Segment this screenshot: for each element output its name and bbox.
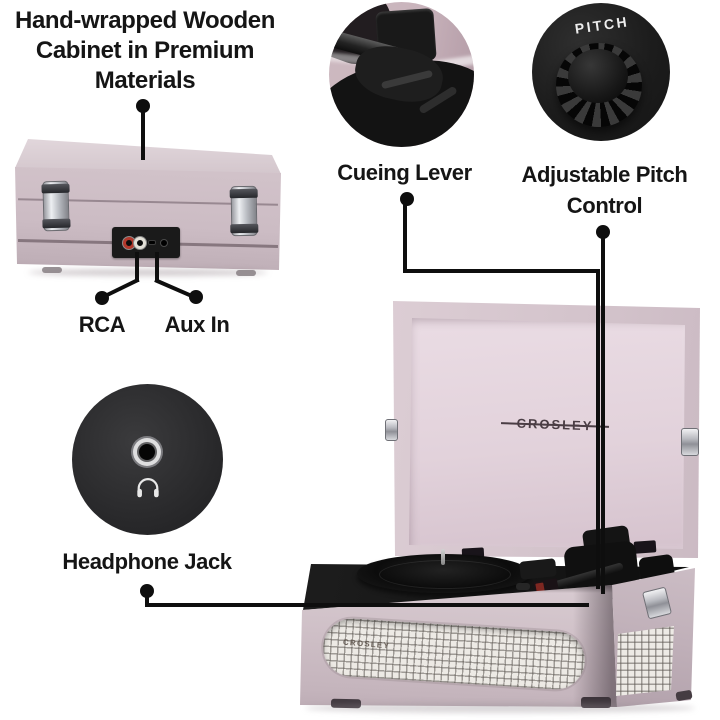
case-foot-right (581, 697, 611, 708)
headphone-leader-horizontal (145, 603, 589, 607)
aux-leader-vertical (155, 252, 159, 282)
case-shadow (305, 703, 695, 713)
rca-label: RCA (57, 311, 147, 339)
cueing-lever-closeup (329, 2, 474, 147)
cabinet-feature-line-2: Cabinet in Premium (35, 37, 255, 64)
aux-in-label: Aux In (147, 311, 247, 339)
cabinet-foot-left (42, 267, 62, 273)
platter-groove-ring (379, 560, 511, 589)
lid-latch-left (385, 419, 398, 441)
pitch-control-closeup: PITCH (532, 3, 670, 141)
cueing-leader-horizontal (403, 269, 600, 273)
headphone-jack-port (139, 444, 155, 460)
cabinet-hinge-left (41, 180, 71, 232)
lid-latch-right (681, 428, 699, 456)
rca-jack-white (134, 237, 146, 249)
side-speaker-grille (616, 626, 674, 696)
pitch-label-line-2: Control (566, 193, 643, 218)
turntable-lid-inner (409, 318, 685, 549)
cueing-leader-vertical-2 (596, 269, 600, 589)
platter (357, 554, 531, 593)
pitch-knob-cap (568, 49, 628, 103)
crosley-grille-badge: CROSLEY (335, 637, 398, 652)
cueing-leader-vertical-1 (403, 199, 407, 273)
cabinet-feature-line-3: Materials (94, 67, 196, 94)
pitch-knob-text-value: PITCH (573, 13, 630, 37)
deck-control-cluster (519, 558, 557, 580)
hinge-cap-bottom (230, 223, 259, 234)
headphone-leader-vertical (145, 590, 149, 607)
crosley-grille-badge-text: CROSLEY (342, 637, 391, 651)
speed-switch (516, 583, 530, 590)
pitch-control-label: Adjustable Pitch Control (512, 159, 697, 221)
pitch-label-line-1: Adjustable Pitch (521, 162, 688, 187)
aux-in-label-text: Aux In (164, 312, 230, 337)
spindle (441, 549, 445, 565)
connector-panel (112, 227, 180, 258)
cueing-lever-label-text: Cueing Lever (337, 160, 472, 185)
pitch-knob-text: PITCH (541, 9, 662, 43)
aux-port (160, 239, 168, 247)
cueing-lever-label: Cueing Lever (312, 159, 497, 187)
lid-hinge-right (633, 540, 657, 554)
pitch-leader-vertical (601, 232, 605, 594)
hinge-cap-top (229, 188, 258, 199)
cabinet-shadow (28, 269, 268, 276)
headphone-jack-closeup (72, 384, 223, 535)
hinge-cap-bottom (42, 218, 71, 229)
headphone-icon (137, 478, 159, 498)
switch-slot (149, 241, 155, 244)
cabinet-hinge-right (229, 185, 259, 237)
headphone-jack-label-text: Headphone Jack (62, 549, 232, 574)
rca-callout-dot (95, 291, 109, 305)
cabinet-leader-line (141, 105, 145, 160)
rca-leader-vertical (135, 252, 139, 282)
headphone-jack-label: Headphone Jack (52, 548, 242, 576)
hinge-cap-top (41, 183, 70, 194)
cabinet-feature-line-1: Hand-wrapped Wooden (15, 7, 275, 34)
rca-label-text: RCA (78, 312, 126, 337)
rca-jack-red (123, 237, 135, 249)
cabinet-foot-right (236, 270, 256, 276)
aux-callout-dot (189, 290, 203, 304)
cabinet-feature-label: Hand-wrapped Wooden Cabinet in Premium M… (10, 6, 280, 96)
